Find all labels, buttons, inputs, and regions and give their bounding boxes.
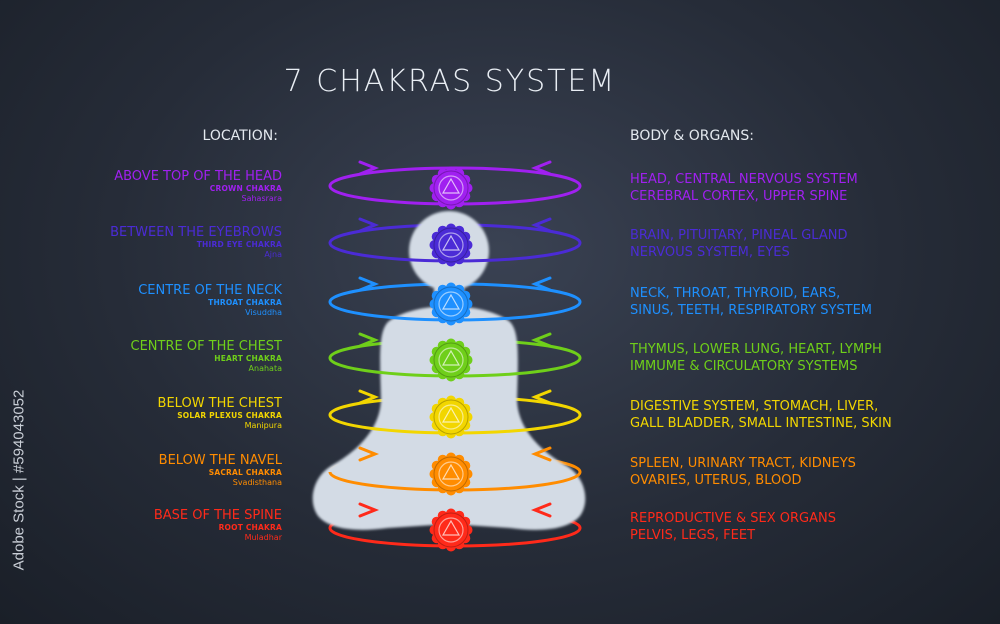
organs-line: SPLEEN, URINARY TRACT, KIDNEYS (630, 456, 856, 471)
sanskrit-name: Anahata (248, 364, 282, 373)
organs-line: HEAD, CENTRAL NERVOUS SYSTEM (630, 172, 858, 187)
orbit-arrow-icon (530, 389, 552, 405)
location-name: CENTRE OF THE CHEST (130, 339, 283, 354)
chakra-symbol-icon (429, 452, 473, 496)
organs-line: NERVOUS SYSTEM, EYES (630, 245, 790, 260)
organs-line: NECK, THROAT, THYROID, EARS, (630, 286, 841, 301)
orbit-arrow-icon (530, 276, 552, 292)
sanskrit-name: Svadisthana (232, 478, 282, 487)
chakra-name: SOLAR PLEXUS CHAKRA (177, 411, 282, 420)
chakra-name: THROAT CHAKRA (208, 298, 282, 307)
orbit-arrow-icon (530, 160, 552, 176)
stock-watermark: Adobe Stock | #594043052 (10, 389, 28, 571)
location-heading: LOCATION: (202, 128, 278, 144)
location-name: CENTRE OF THE NECK (138, 283, 282, 298)
organs-line: GALL BLADDER, SMALL INTESTINE, SKIN (630, 416, 892, 431)
orbit-arrow-icon (358, 160, 380, 176)
organs-label: BRAIN, PITUITARY, PINEAL GLAND NERVOUS SY… (630, 227, 930, 261)
orbit-arrow-icon (358, 217, 380, 233)
sanskrit-name: Manipura (244, 421, 282, 430)
organs-line: BRAIN, PITUITARY, PINEAL GLAND (630, 228, 848, 243)
orbit-arrow-icon (530, 502, 552, 518)
chakra-symbol-icon (429, 223, 473, 267)
chakra-symbol-icon (429, 166, 473, 210)
location-name: BETWEEN THE EYEBROWS (110, 225, 282, 240)
organs-label: HEAD, CENTRAL NERVOUS SYSTEM CEREBRAL COR… (630, 171, 930, 205)
organs-line: SINUS, TEETH, RESPIRATORY SYSTEM (630, 303, 873, 318)
page-title: 7 CHAKRAS SYSTEM (283, 64, 617, 99)
chakra-name: SACRAL CHAKRA (208, 468, 282, 477)
chakra-symbol-icon (429, 338, 473, 382)
orbit-arrow-icon (358, 446, 380, 462)
organs-line: DIGESTIVE SYSTEM, STOMACH, LIVER, (630, 399, 879, 414)
chakra-name: ROOT CHAKRA (218, 523, 282, 532)
orbit-arrow-icon (530, 217, 552, 233)
orbit-arrow-icon (530, 446, 552, 462)
body-organs-heading: BODY & ORGANS: (630, 128, 755, 144)
orbit-arrow-icon (530, 332, 552, 348)
organs-line: CEREBRAL CORTEX, UPPER SPINE (630, 189, 848, 204)
organs-label: THYMUS, LOWER LUNG, HEART, LYMPH IMMUME &… (630, 341, 930, 375)
orbit-arrow-icon (358, 332, 380, 348)
sanskrit-name: Ajna (264, 250, 282, 259)
orbit-arrow-icon (358, 276, 380, 292)
orbit-back-arc (328, 166, 582, 187)
organs-label: NECK, THROAT, THYROID, EARS, SINUS, TEETH… (630, 285, 930, 319)
location-name: ABOVE TOP OF THE HEAD (114, 169, 282, 184)
organs-label: SPLEEN, URINARY TRACT, KIDNEYS OVARIES, U… (630, 455, 930, 489)
orbit-arrow-icon (358, 389, 380, 405)
location-name: BASE OF THE SPINE (153, 508, 282, 523)
organs-line: OVARIES, UTERUS, BLOOD (630, 473, 802, 488)
chakra-symbol-icon (429, 395, 473, 439)
organs-line: THYMUS, LOWER LUNG, HEART, LYMPH (630, 342, 882, 357)
organs-label: REPRODUCTIVE & SEX ORGANS PELVIS, LEGS, F… (630, 510, 930, 544)
chakra-name: CROWN CHAKRA (209, 184, 282, 193)
organs-line: PELVIS, LEGS, FEET (630, 528, 756, 543)
location-name: BELOW THE NAVEL (158, 453, 282, 468)
chakra-symbol-icon (429, 282, 473, 326)
organs-label: DIGESTIVE SYSTEM, STOMACH, LIVER, GALL BL… (630, 398, 930, 432)
chakra-name: HEART CHAKRA (214, 354, 282, 363)
orbit-arrow-icon (358, 502, 380, 518)
chakra-name: THIRD EYE CHAKRA (196, 240, 282, 249)
organs-line: REPRODUCTIVE & SEX ORGANS (630, 511, 836, 526)
sanskrit-name: Muladhar (244, 533, 282, 542)
organs-line: IMMUME & CIRCULATORY SYSTEMS (630, 359, 858, 374)
location-name: BELOW THE CHEST (157, 396, 282, 411)
chakra-symbol-icon (429, 508, 473, 552)
sanskrit-name: Visuddha (245, 308, 282, 317)
sanskrit-name: Sahasrara (241, 194, 282, 203)
